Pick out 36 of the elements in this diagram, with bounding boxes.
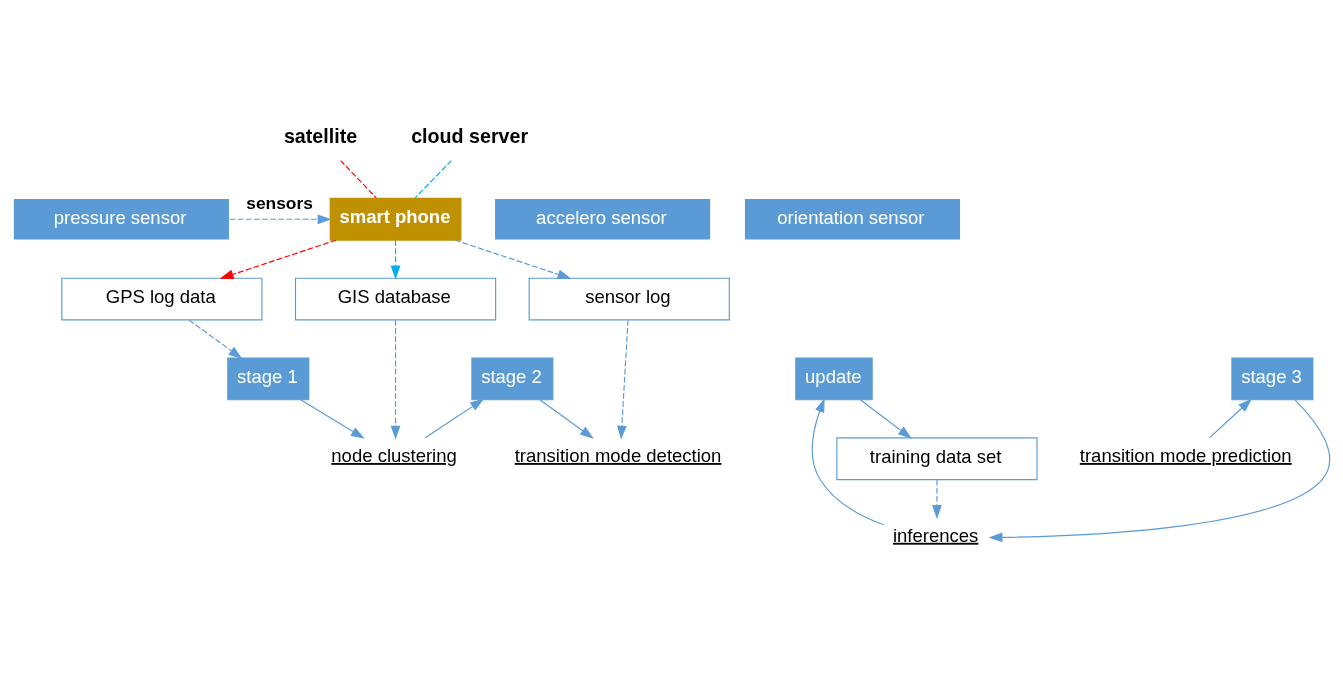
node-box: pressure sensor [12, 197, 231, 241]
node-box: accelero sensor [493, 197, 712, 241]
arrow [811, 397, 885, 525]
node-text: cloud server [411, 124, 529, 147]
arrow [1209, 398, 1252, 438]
arrow [539, 398, 594, 439]
arrow [229, 213, 332, 224]
arrow [859, 398, 912, 439]
arrow [390, 319, 401, 440]
arrow [932, 478, 942, 519]
node-text: inferences [892, 524, 979, 546]
node-box: stage 3 [1231, 357, 1314, 400]
node-box: training data set [836, 436, 1038, 480]
node-box: stage 2 [471, 357, 554, 400]
arrow [424, 398, 485, 438]
node-box: smart phone [329, 197, 462, 241]
node-box: orientation sensor [743, 197, 962, 241]
node-box: stage 1 [227, 357, 310, 400]
node-text: transition mode detection [514, 444, 722, 466]
arrow [300, 398, 365, 439]
node-text: transition mode prediction [1079, 444, 1292, 466]
edge-label: sensors [246, 192, 313, 213]
arrow [617, 319, 629, 440]
node-box: update [795, 357, 873, 400]
connector [414, 159, 452, 199]
arrow [219, 239, 337, 279]
node-box: sensor log [528, 277, 730, 320]
node-text: node clustering [331, 444, 457, 466]
node-text: satellite [283, 124, 358, 147]
node-box: GPS log data [61, 277, 263, 320]
arrow [188, 319, 243, 359]
arrow [454, 239, 572, 279]
arrow [988, 399, 1331, 542]
connector [340, 159, 377, 199]
arrow [390, 239, 401, 280]
node-box: GIS database [294, 277, 497, 320]
